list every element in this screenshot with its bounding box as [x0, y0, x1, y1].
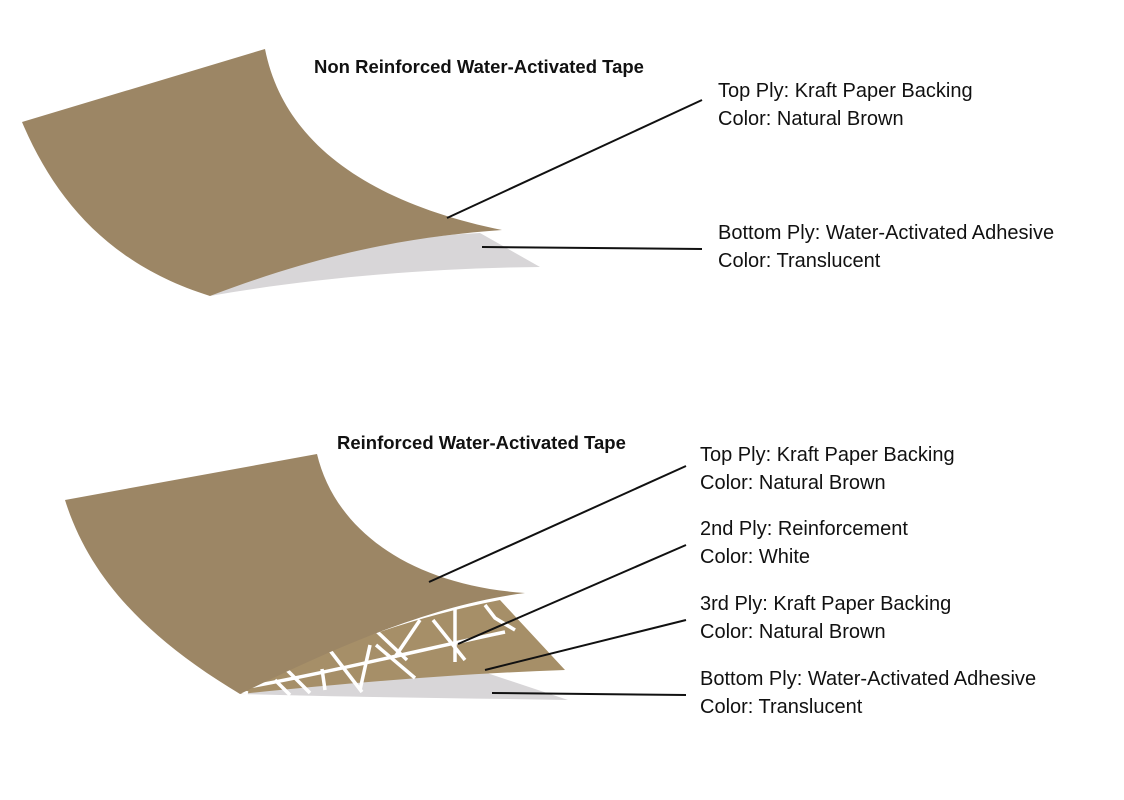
- non-reinforced-tape-illustration: [22, 49, 703, 296]
- leader-line-bottom-ply: [491, 692, 687, 696]
- adhesive-ply: [210, 233, 540, 296]
- non-reinforced-title: Non Reinforced Water-Activated Tape: [314, 56, 644, 77]
- label-line2: Color: Natural Brown: [718, 108, 904, 130]
- leader-line-top-ply: [428, 465, 687, 583]
- label-line2: Color: Natural Brown: [700, 621, 886, 643]
- label-line1: 3rd Ply: Kraft Paper Backing: [700, 593, 952, 615]
- leader-line-top-ply: [446, 99, 703, 219]
- label-bottom-ply: Bottom Ply: Water-Activated Adhesive Col…: [700, 665, 1036, 721]
- label-third-ply: 3rd Ply: Kraft Paper Backing Color: Natu…: [700, 590, 951, 646]
- label-second-ply: 2nd Ply: Reinforcement Color: White: [700, 515, 908, 571]
- label-line2: Color: Natural Brown: [700, 472, 886, 494]
- leader-line-bottom-ply: [481, 246, 703, 250]
- kraft-top-ply: [22, 49, 502, 296]
- label-bottom-ply: Bottom Ply: Water-Activated Adhesive Col…: [718, 219, 1054, 275]
- label-line1: Top Ply: Kraft Paper Backing: [718, 80, 973, 102]
- leader-line-third-ply: [484, 619, 687, 671]
- reinforced-tape-illustration: [65, 454, 687, 700]
- label-line1: 2nd Ply: Reinforcement: [700, 518, 908, 540]
- label-line2: Color: Translucent: [718, 250, 881, 272]
- label-line1: Bottom Ply: Water-Activated Adhesive: [700, 668, 1037, 690]
- leader-line-reinforcement: [457, 544, 687, 645]
- reinforced-title: Reinforced Water-Activated Tape: [337, 432, 626, 453]
- label-top-ply: Top Ply: Kraft Paper Backing Color: Natu…: [700, 441, 955, 497]
- adhesive-ply: [240, 670, 568, 700]
- kraft-top-ply: [65, 454, 525, 694]
- label-line1: Bottom Ply: Water-Activated Adhesive: [718, 222, 1055, 244]
- label-line2: Color: Translucent: [700, 696, 863, 718]
- label-top-ply: Top Ply: Kraft Paper Backing Color: Natu…: [718, 77, 973, 133]
- label-line2: Color: White: [700, 546, 811, 568]
- label-line1: Top Ply: Kraft Paper Backing: [700, 444, 955, 466]
